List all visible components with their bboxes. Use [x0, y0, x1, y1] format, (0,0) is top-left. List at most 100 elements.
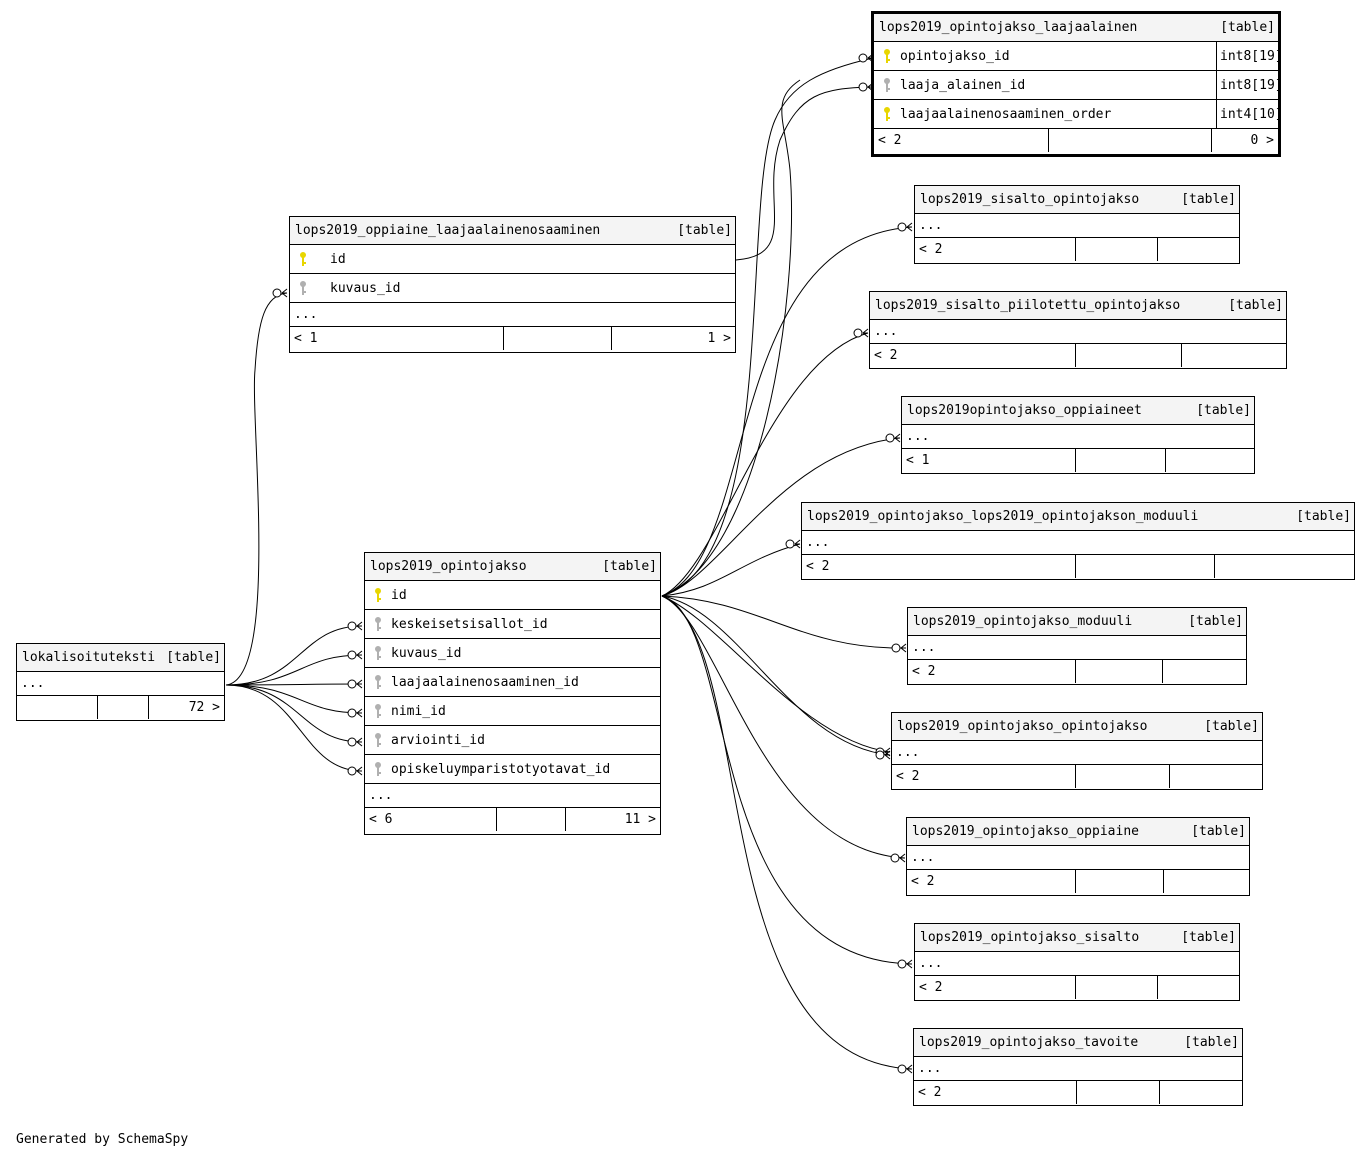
table-lops2019-opintojakso-lops2019-opintojakson-moduuli[interactable]: lops2019_opintojakso_lops2019_opintojaks… [801, 502, 1355, 580]
crowfoot-marker [347, 708, 363, 718]
column-row[interactable]: keskeisetsisallot_id [365, 610, 660, 639]
foreign-key-icon [294, 280, 312, 296]
columns-ellipsis: ... [902, 425, 1254, 449]
children-count [1160, 1081, 1242, 1104]
table-lops2019-opintojakso-sisalto[interactable]: lops2019_opintojakso_sisalto[table] ... … [914, 923, 1240, 1001]
parents-count[interactable]: < 6 [365, 808, 497, 831]
column-row[interactable]: laajaalainenosaaminen_order int4[10] [874, 100, 1283, 129]
table-lops2019-opintojakso-tavoite[interactable]: lops2019_opintojakso_tavoite[table] ... … [913, 1028, 1243, 1106]
column-row[interactable]: id [290, 245, 735, 274]
foreign-key-icon [369, 703, 387, 719]
table-name: lops2019_opintojakso [370, 559, 527, 574]
table-footer: < 2 [802, 555, 1354, 578]
foreign-key-icon [369, 674, 387, 690]
column-row[interactable]: laaja_alainen_id int8[19] [874, 71, 1283, 100]
children-count[interactable]: 72 > [188, 700, 220, 715]
table-lops2019-sisalto-piilotettu-opintojakso[interactable]: lops2019_sisalto_piilotettu_opintojakso[… [869, 291, 1287, 369]
table-lops2019-opintojakso[interactable]: lops2019_opintojakso[table] id keskeiset… [364, 552, 661, 835]
crowfoot-marker [347, 737, 363, 747]
columns-ellipsis: ... [915, 952, 1239, 976]
column-row[interactable]: nimi_id [365, 697, 660, 726]
column-row[interactable]: kuvaus_id [290, 274, 735, 303]
table-name: lops2019_opintojakso_sisalto [920, 930, 1140, 945]
column-row[interactable]: arviointi_id [365, 726, 660, 755]
table-name: lops2019_opintojakso_oppiaine [912, 824, 1139, 839]
parents-count[interactable]: < 1 [290, 327, 504, 350]
table-footer: < 2 [870, 344, 1286, 367]
foreign-key-icon [369, 645, 387, 661]
parents-count[interactable]: < 2 [914, 1081, 1077, 1104]
table-header: lops2019_opintojakso_lops2019_opintojaks… [802, 503, 1354, 531]
column-name: arviointi_id [391, 732, 485, 748]
parents-count[interactable]: < 2 [915, 238, 1076, 261]
table-lops2019opintojakso-oppiaineet[interactable]: lops2019opintojakso_oppiaineet[table] ..… [901, 396, 1255, 474]
table-lops2019-opintojakso-oppiaine[interactable]: lops2019_opintojakso_oppiaine [table] ...… [906, 817, 1250, 896]
table-lops2019-oppiaine-laajaalainenosaaminen[interactable]: lops2019_oppiaine_laajaalainenosaaminen[… [289, 216, 736, 353]
row-count [1076, 870, 1164, 893]
column-name: laajaalainenosaaminen_order [900, 106, 1112, 122]
table-type-tag: [table] [1191, 824, 1246, 839]
relationship-edge [661, 595, 913, 1070]
parents-count[interactable]: < 2 [874, 129, 1049, 152]
parents-count[interactable]: < 1 [902, 449, 1076, 472]
table-type-tag: [table] [1204, 719, 1259, 734]
column-row[interactable]: id [365, 581, 660, 610]
table-header: lops2019opintojakso_oppiaineet[table] [902, 397, 1254, 425]
row-count [1077, 1081, 1160, 1104]
children-count[interactable]: 1 > [707, 331, 731, 346]
relationship-edge [225, 625, 363, 686]
crowfoot-marker [891, 643, 907, 653]
table-name: lops2019_oppiaine_laajaalainenosaaminen [295, 223, 601, 238]
table-name: lops2019_opintojakso_opintojakso [897, 719, 1148, 734]
children-count[interactable]: 11 > [624, 812, 656, 827]
crowfoot-marker [885, 433, 901, 443]
parents-count[interactable]: < 2 [907, 870, 1076, 893]
children-count [1166, 449, 1254, 472]
children-count [1158, 976, 1239, 999]
generated-by-label: Generated by SchemaSpy [16, 1132, 189, 1147]
children-count[interactable]: 0 > [1250, 133, 1274, 148]
table-header: lops2019_opintojakso_moduuli[table] [908, 608, 1246, 636]
parents-count[interactable]: < 2 [892, 765, 1076, 788]
column-name: laaja_alainen_id [900, 77, 1026, 93]
parents-count[interactable]: < 2 [870, 344, 1076, 367]
crowfoot-marker [347, 621, 363, 631]
table-type-tag: [table] [166, 650, 221, 665]
column-row[interactable]: opintojakso_id int8[19] [874, 42, 1283, 71]
table-lops2019-opintojakso-opintojakso[interactable]: lops2019_opintojakso_opintojakso[table] … [891, 712, 1263, 790]
crowfoot-marker [272, 288, 288, 298]
table-lops2019-opintojakso-moduuli[interactable]: lops2019_opintojakso_moduuli[table] ... … [907, 607, 1247, 685]
children-count [1182, 344, 1286, 367]
parents-count[interactable]: < 2 [908, 660, 1076, 683]
column-row[interactable]: laajaalainenosaaminen_id [365, 668, 660, 697]
table-footer: < 6 11 > [365, 808, 660, 831]
row-count [1076, 555, 1215, 578]
foreign-key-icon [369, 761, 387, 777]
table-lops2019-sisalto-opintojakso[interactable]: lops2019_sisalto_opintojakso[table] ... … [914, 185, 1240, 264]
table-name: lops2019_opintojakso_moduuli [913, 614, 1133, 629]
table-type-tag: [table] [1181, 192, 1236, 207]
table-lops2019-opintojakso-laajaalainen[interactable]: lops2019_opintojakso_laajaalainen [table… [871, 11, 1283, 157]
table-type-tag: [table] [1220, 20, 1275, 35]
table-lokalisoituteksti[interactable]: lokalisoituteksti[table] ... 72 > [16, 643, 225, 721]
crowfoot-marker [347, 766, 363, 776]
crowfoot-marker [897, 959, 913, 969]
table-name: lops2019_opintojakso_lops2019_opintojaks… [807, 509, 1199, 524]
parents-count [17, 696, 98, 719]
row-count [1076, 765, 1170, 788]
column-name: laajaalainenosaaminen_id [391, 674, 579, 690]
columns-ellipsis: ... [870, 320, 1286, 344]
columns-ellipsis: ... [907, 846, 1249, 870]
parents-count[interactable]: < 2 [915, 976, 1076, 999]
crowfoot-marker [785, 539, 801, 549]
parents-count[interactable]: < 2 [802, 555, 1076, 578]
children-count [1215, 555, 1354, 578]
columns-ellipsis: ... [892, 741, 1262, 765]
column-row[interactable]: opiskeluymparistotyotavat_id [365, 755, 660, 784]
table-header: lops2019_oppiaine_laajaalainenosaaminen[… [290, 217, 735, 245]
table-footer: < 2 [907, 870, 1249, 893]
column-row[interactable]: kuvaus_id [365, 639, 660, 668]
children-count [1158, 238, 1239, 261]
columns-ellipsis: ... [290, 303, 735, 327]
